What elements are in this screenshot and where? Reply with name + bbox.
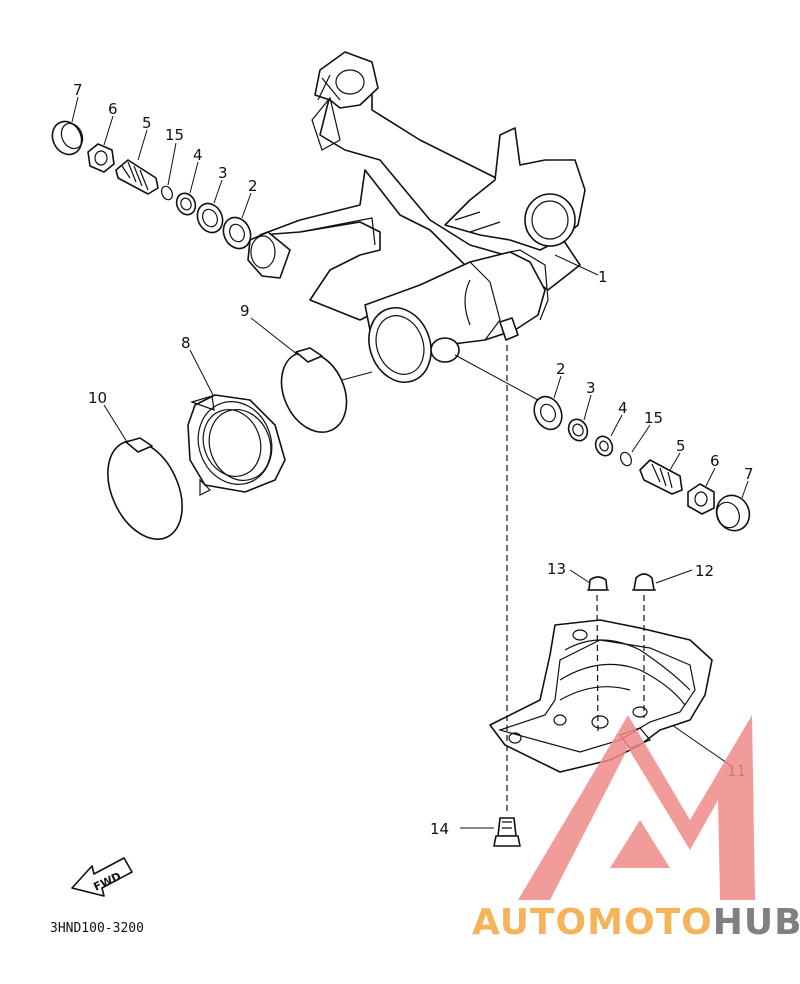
callout-2-left: 2 xyxy=(248,177,258,195)
callout-10: 10 xyxy=(88,389,107,407)
swingarm-part xyxy=(247,51,586,383)
callout-5-left: 5 xyxy=(142,114,152,132)
boot-part xyxy=(187,394,286,496)
callout-14: 14 xyxy=(430,820,449,838)
bolt-14 xyxy=(493,817,521,847)
watermark-part1: AUTOMOTO xyxy=(472,902,713,943)
forward-arrow-icon: FWD xyxy=(71,857,133,897)
clamp-9 xyxy=(280,347,373,433)
callout-6-left: 6 xyxy=(108,100,118,118)
callout-4-left: 4 xyxy=(193,146,203,164)
leader-lines xyxy=(71,96,749,829)
callout-3-right: 3 xyxy=(586,379,596,397)
clamp-10 xyxy=(107,437,183,540)
right-bearing-stack xyxy=(454,354,751,532)
callout-12: 12 xyxy=(695,562,714,580)
cap-13 xyxy=(587,576,609,591)
callout-15-left: 15 xyxy=(165,126,184,144)
callout-13: 13 xyxy=(547,560,566,578)
chain-guard-part xyxy=(489,619,713,773)
watermark-part2: HUB xyxy=(713,902,800,943)
callout-5-right: 5 xyxy=(676,437,686,455)
watermark-text: AUTOMOTOHUB xyxy=(472,902,800,943)
callout-2-right: 2 xyxy=(556,360,566,378)
left-bearing-stack xyxy=(51,120,252,250)
callout-6-right: 6 xyxy=(710,452,720,470)
callout-7-right: 7 xyxy=(744,465,754,483)
callout-9: 9 xyxy=(240,302,250,320)
callout-15-right: 15 xyxy=(644,409,663,427)
callout-4-right: 4 xyxy=(618,399,628,417)
callout-1: 1 xyxy=(598,268,608,286)
callout-7-left: 7 xyxy=(73,81,83,99)
callout-8: 8 xyxy=(181,334,191,352)
callout-3-left: 3 xyxy=(218,164,228,182)
cap-12 xyxy=(632,573,656,591)
diagram-code: 3HND100-3200 xyxy=(50,921,144,936)
watermark-logo xyxy=(518,715,755,900)
